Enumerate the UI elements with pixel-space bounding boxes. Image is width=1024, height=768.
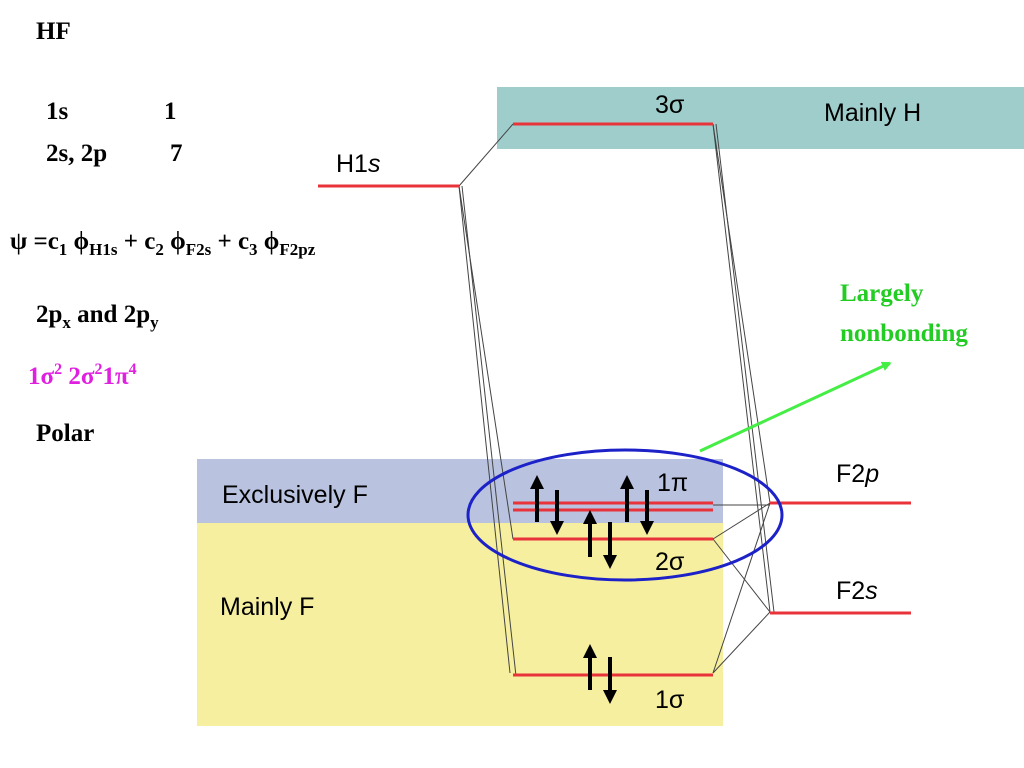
bond-character: Polar	[36, 420, 95, 447]
sigma1-label: 1σ	[655, 686, 685, 714]
nonbonding-highlight-ellipse	[466, 448, 784, 582]
correlation-lines	[458, 123, 775, 677]
largely-label: Largely	[840, 280, 924, 307]
molecule-title: HF	[36, 18, 71, 45]
sigma2-label: 2σ	[655, 548, 685, 576]
exclusively-f-band	[197, 459, 723, 523]
mainly-h-band	[497, 87, 1024, 149]
electron-spins	[530, 475, 654, 704]
nonbonding-orbitals-note: 2px and 2py	[36, 301, 159, 332]
electron-orbital-1s: 1s	[46, 98, 69, 125]
nonbonding-label: nonbonding	[840, 320, 968, 347]
mainly-f-band	[197, 523, 723, 726]
electron-orbital-valence: 2s, 2p	[46, 140, 108, 167]
sigma3-label: 3σ	[655, 91, 685, 119]
wavefunction-equation: ψ =c1 ϕH1s + c2 ϕF2s + c3 ϕF2pz	[10, 228, 316, 259]
mainly-f-label: Mainly F	[220, 593, 315, 621]
pi1-label: 1π	[657, 469, 689, 497]
electron-configuration: 1σ2 2σ21π4	[28, 361, 137, 390]
exclusively-f-label: Exclusively F	[222, 481, 368, 509]
mainly-h-label: Mainly H	[824, 99, 922, 127]
f2s-label: F2s	[836, 577, 878, 605]
electron-count-valence: 7	[170, 140, 183, 167]
energy-levels	[318, 122, 911, 677]
electron-count-1s: 1	[164, 98, 177, 125]
f2p-label: F2p	[836, 460, 880, 488]
pointer-arrow-icon	[699, 361, 892, 453]
h1s-label: H1s	[336, 150, 381, 178]
